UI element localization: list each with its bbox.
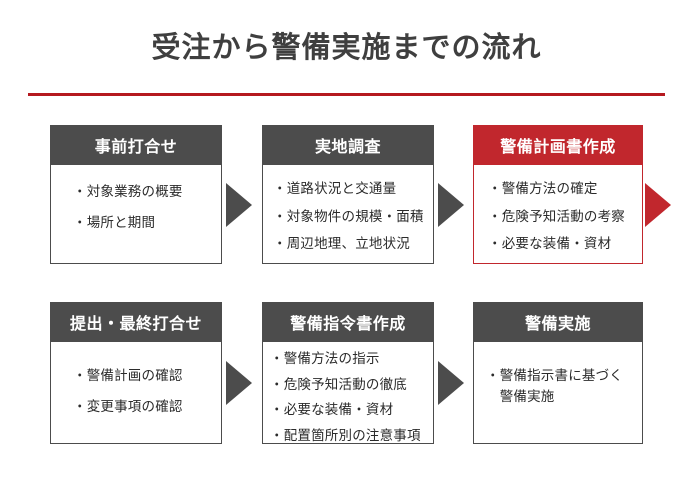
flow-arrow-icon bbox=[226, 183, 252, 227]
flow-step-submission-final-meeting[interactable]: 提出・最終打合せ ・警備計画の確認 ・変更事項の確認 bbox=[50, 302, 222, 444]
flow-step-header: 事前打合せ bbox=[50, 125, 222, 165]
title-divider-rule bbox=[28, 93, 665, 96]
list-item: ・危険予知活動の考察 bbox=[488, 208, 625, 224]
flow-step-header: 警備計画書作成 bbox=[473, 125, 643, 165]
flow-step-header: 提出・最終打合せ bbox=[50, 302, 222, 342]
flow-step-body: ・警備計画の確認 ・変更事項の確認 bbox=[50, 342, 222, 444]
list-item: ・警備指示書に基づく 警備実施 bbox=[486, 368, 623, 404]
list-item: ・周辺地理、立地状況 bbox=[273, 236, 410, 251]
flow-step-header: 警備実施 bbox=[473, 302, 643, 342]
flow-step-pre-meeting[interactable]: 事前打合せ ・対象業務の概要 ・場所と期間 bbox=[50, 125, 222, 264]
list-item: ・危険予知活動の徹底 bbox=[270, 376, 407, 392]
list-item: ・警備計画の確認 bbox=[73, 368, 183, 383]
bullet-list: ・対象業務の概要 ・場所と期間 bbox=[73, 185, 221, 229]
flow-step-header: 警備指令書作成 bbox=[262, 302, 434, 342]
flow-step-header: 実地調査 bbox=[262, 125, 434, 165]
bullet-list: ・警備計画の確認 ・変更事項の確認 bbox=[73, 369, 221, 413]
list-item: ・警備方法の確定 bbox=[488, 181, 598, 196]
flow-arrow-icon bbox=[438, 183, 464, 227]
flow-step-security-order[interactable]: 警備指令書作成 ・警備方法の指示 ・危険予知活動の徹底 ・必要な装備・資材 ・配… bbox=[262, 302, 434, 444]
list-item: ・場所と期間 bbox=[73, 214, 156, 230]
list-item: ・配置箇所別の注意事項 bbox=[270, 427, 421, 443]
list-item: ・道路状況と交通量 bbox=[273, 181, 397, 196]
list-item: ・変更事項の確認 bbox=[73, 398, 183, 414]
flow-step-body: ・警備方法の指示 ・危険予知活動の徹底 ・必要な装備・資材 ・配置箇所別の注意事… bbox=[262, 342, 434, 444]
flow-step-security-plan[interactable]: 警備計画書作成 ・警備方法の確定 ・危険予知活動の考察 ・必要な装備・資材 bbox=[473, 125, 643, 264]
flow-step-site-survey[interactable]: 実地調査 ・道路状況と交通量 ・対象物件の規模・面積 ・周辺地理、立地状況 bbox=[262, 125, 434, 264]
flow-arrow-icon bbox=[226, 361, 252, 405]
flow-arrow-icon bbox=[645, 183, 671, 227]
bullet-list: ・警備指示書に基づく 警備実施 bbox=[486, 366, 642, 408]
list-item: ・警備方法の指示 bbox=[270, 351, 380, 366]
page-title: 受注から警備実施までの流れ bbox=[151, 32, 542, 64]
list-item: ・対象業務の概要 bbox=[73, 184, 183, 199]
flow-step-body: ・警備指示書に基づく 警備実施 bbox=[473, 342, 643, 444]
bullet-list: ・警備方法の確定 ・危険予知活動の考察 ・必要な装備・資材 bbox=[488, 182, 642, 251]
flow-step-body: ・道路状況と交通量 ・対象物件の規模・面積 ・周辺地理、立地状況 bbox=[262, 165, 434, 264]
flow-step-security-execution[interactable]: 警備実施 ・警備指示書に基づく 警備実施 bbox=[473, 302, 643, 444]
flow-step-body: ・対象業務の概要 ・場所と期間 bbox=[50, 165, 222, 264]
list-item: ・必要な装備・資材 bbox=[488, 236, 612, 251]
list-item: ・対象物件の規模・面積 bbox=[273, 208, 424, 224]
bullet-list: ・道路状況と交通量 ・対象物件の規模・面積 ・周辺地理、立地状況 bbox=[273, 182, 433, 251]
flow-step-body: ・警備方法の確定 ・危険予知活動の考察 ・必要な装備・資材 bbox=[473, 165, 643, 264]
list-item: ・必要な装備・資材 bbox=[270, 402, 394, 417]
bullet-list: ・警備方法の指示 ・危険予知活動の徹底 ・必要な装備・資材 ・配置箇所別の注意事… bbox=[270, 352, 433, 442]
flow-arrow-icon bbox=[438, 361, 464, 405]
